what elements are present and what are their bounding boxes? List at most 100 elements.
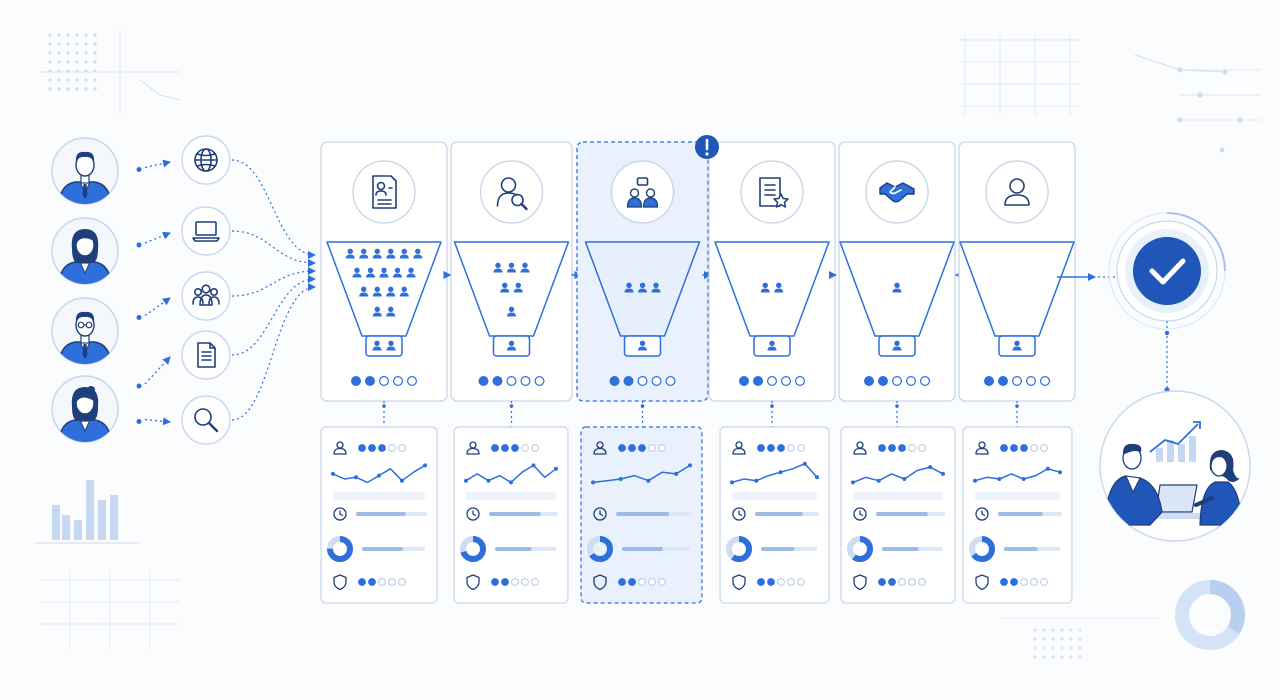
person-icon [379, 267, 389, 278]
clock-icon [853, 507, 867, 521]
shield-rating-dot [898, 578, 906, 586]
avatar-figure [58, 386, 112, 442]
time-bar-fill [356, 512, 406, 516]
source-column [136, 135, 316, 445]
globe-icon [194, 148, 218, 172]
person-icon [774, 282, 784, 293]
rating-dot [918, 444, 926, 452]
stage-progress-dots [863, 376, 930, 387]
shield-rating-dot [797, 578, 805, 586]
donut-indicator [327, 536, 353, 562]
progress-dot [365, 376, 376, 387]
user-icon [975, 441, 989, 455]
rating-dots [491, 444, 539, 452]
rating-dot [531, 444, 539, 452]
shield-icon [466, 574, 480, 591]
search-icon [194, 408, 219, 433]
donut-indicator [969, 536, 995, 562]
shield-icon [975, 574, 989, 591]
progress-dot [1011, 376, 1022, 387]
trend-point [1058, 470, 1062, 475]
shield-icon [853, 574, 867, 591]
trend-point [1045, 466, 1050, 471]
shield-rating-dots [618, 578, 666, 586]
channel-globe [181, 135, 231, 185]
trend-line [973, 466, 1062, 500]
trend-point [464, 478, 468, 483]
stage-progress-dots [983, 376, 1050, 387]
user-icon [466, 441, 480, 455]
trend-line [851, 465, 945, 500]
donut-indicator [847, 536, 873, 562]
connector-dot [895, 404, 899, 408]
person-icon [413, 248, 423, 259]
person-icon [372, 306, 382, 317]
donut-bar-fill [622, 547, 663, 551]
person-icon [372, 248, 382, 259]
donut-indicator [460, 536, 486, 562]
progress-dot [492, 376, 503, 387]
outcome [1057, 212, 1251, 542]
source-connector [136, 159, 171, 172]
person-icon [386, 340, 396, 351]
rating-dot [797, 444, 805, 452]
time-bar-fill [755, 512, 803, 516]
shield-rating-dot [908, 578, 916, 586]
trend-point [802, 461, 807, 466]
stage-icon-badge [479, 160, 544, 224]
connector-dot [640, 404, 645, 408]
stage-metrics-card [320, 426, 438, 604]
progress-dot [794, 376, 805, 387]
trend-point [331, 471, 335, 476]
trend-point [851, 480, 855, 485]
rating-dot [358, 444, 366, 452]
stage-progress-dots [738, 376, 805, 387]
trend-point [486, 478, 491, 483]
shield-rating-dot [378, 578, 386, 586]
person-icon [493, 262, 503, 273]
stage-progress-dots [609, 376, 676, 387]
person-icon [624, 282, 634, 293]
shield-rating-dot [918, 578, 926, 586]
progress-dot [393, 376, 404, 387]
rating-dots [757, 444, 805, 452]
stage-1 [320, 141, 452, 604]
channel-laptop [181, 206, 231, 256]
channel-to-funnel-line [231, 159, 316, 259]
trend-point [754, 478, 759, 483]
shield-rating-dot [618, 578, 626, 586]
person-icon [399, 248, 409, 259]
stage-progress-dots [351, 376, 418, 387]
person-icon [507, 340, 516, 351]
donut-bar-fill [495, 547, 532, 551]
checkmark-icon [1133, 237, 1201, 305]
donut-bar-fill [1004, 547, 1038, 551]
shield-icon [593, 574, 607, 591]
donut-indicator [726, 536, 752, 562]
shield-rating-dot [648, 578, 656, 586]
progress-dot [738, 376, 749, 387]
channel-document [181, 330, 231, 380]
stage-metrics-card [962, 426, 1073, 604]
source-connector [136, 231, 171, 248]
avatar-man-with-glasses [51, 297, 119, 365]
alert-badge [695, 135, 719, 159]
interview-icon [626, 177, 659, 208]
clock-icon [732, 507, 746, 521]
shield-rating-dot [1030, 578, 1038, 586]
shield-rating-dot [388, 578, 396, 586]
person-icon [372, 286, 382, 297]
time-bar-fill [616, 512, 670, 516]
avatar-woman-with-bun [51, 375, 119, 443]
trend-point [509, 480, 513, 485]
progress-dot [407, 376, 418, 387]
person-icon [393, 267, 402, 278]
person-icon [386, 286, 396, 297]
shield-rating-dot [531, 578, 539, 586]
avatar-woman [51, 217, 119, 285]
funnel [453, 241, 570, 357]
rating-dot [521, 444, 529, 452]
trend-point [941, 471, 945, 476]
channel-to-funnel-line [231, 283, 316, 421]
